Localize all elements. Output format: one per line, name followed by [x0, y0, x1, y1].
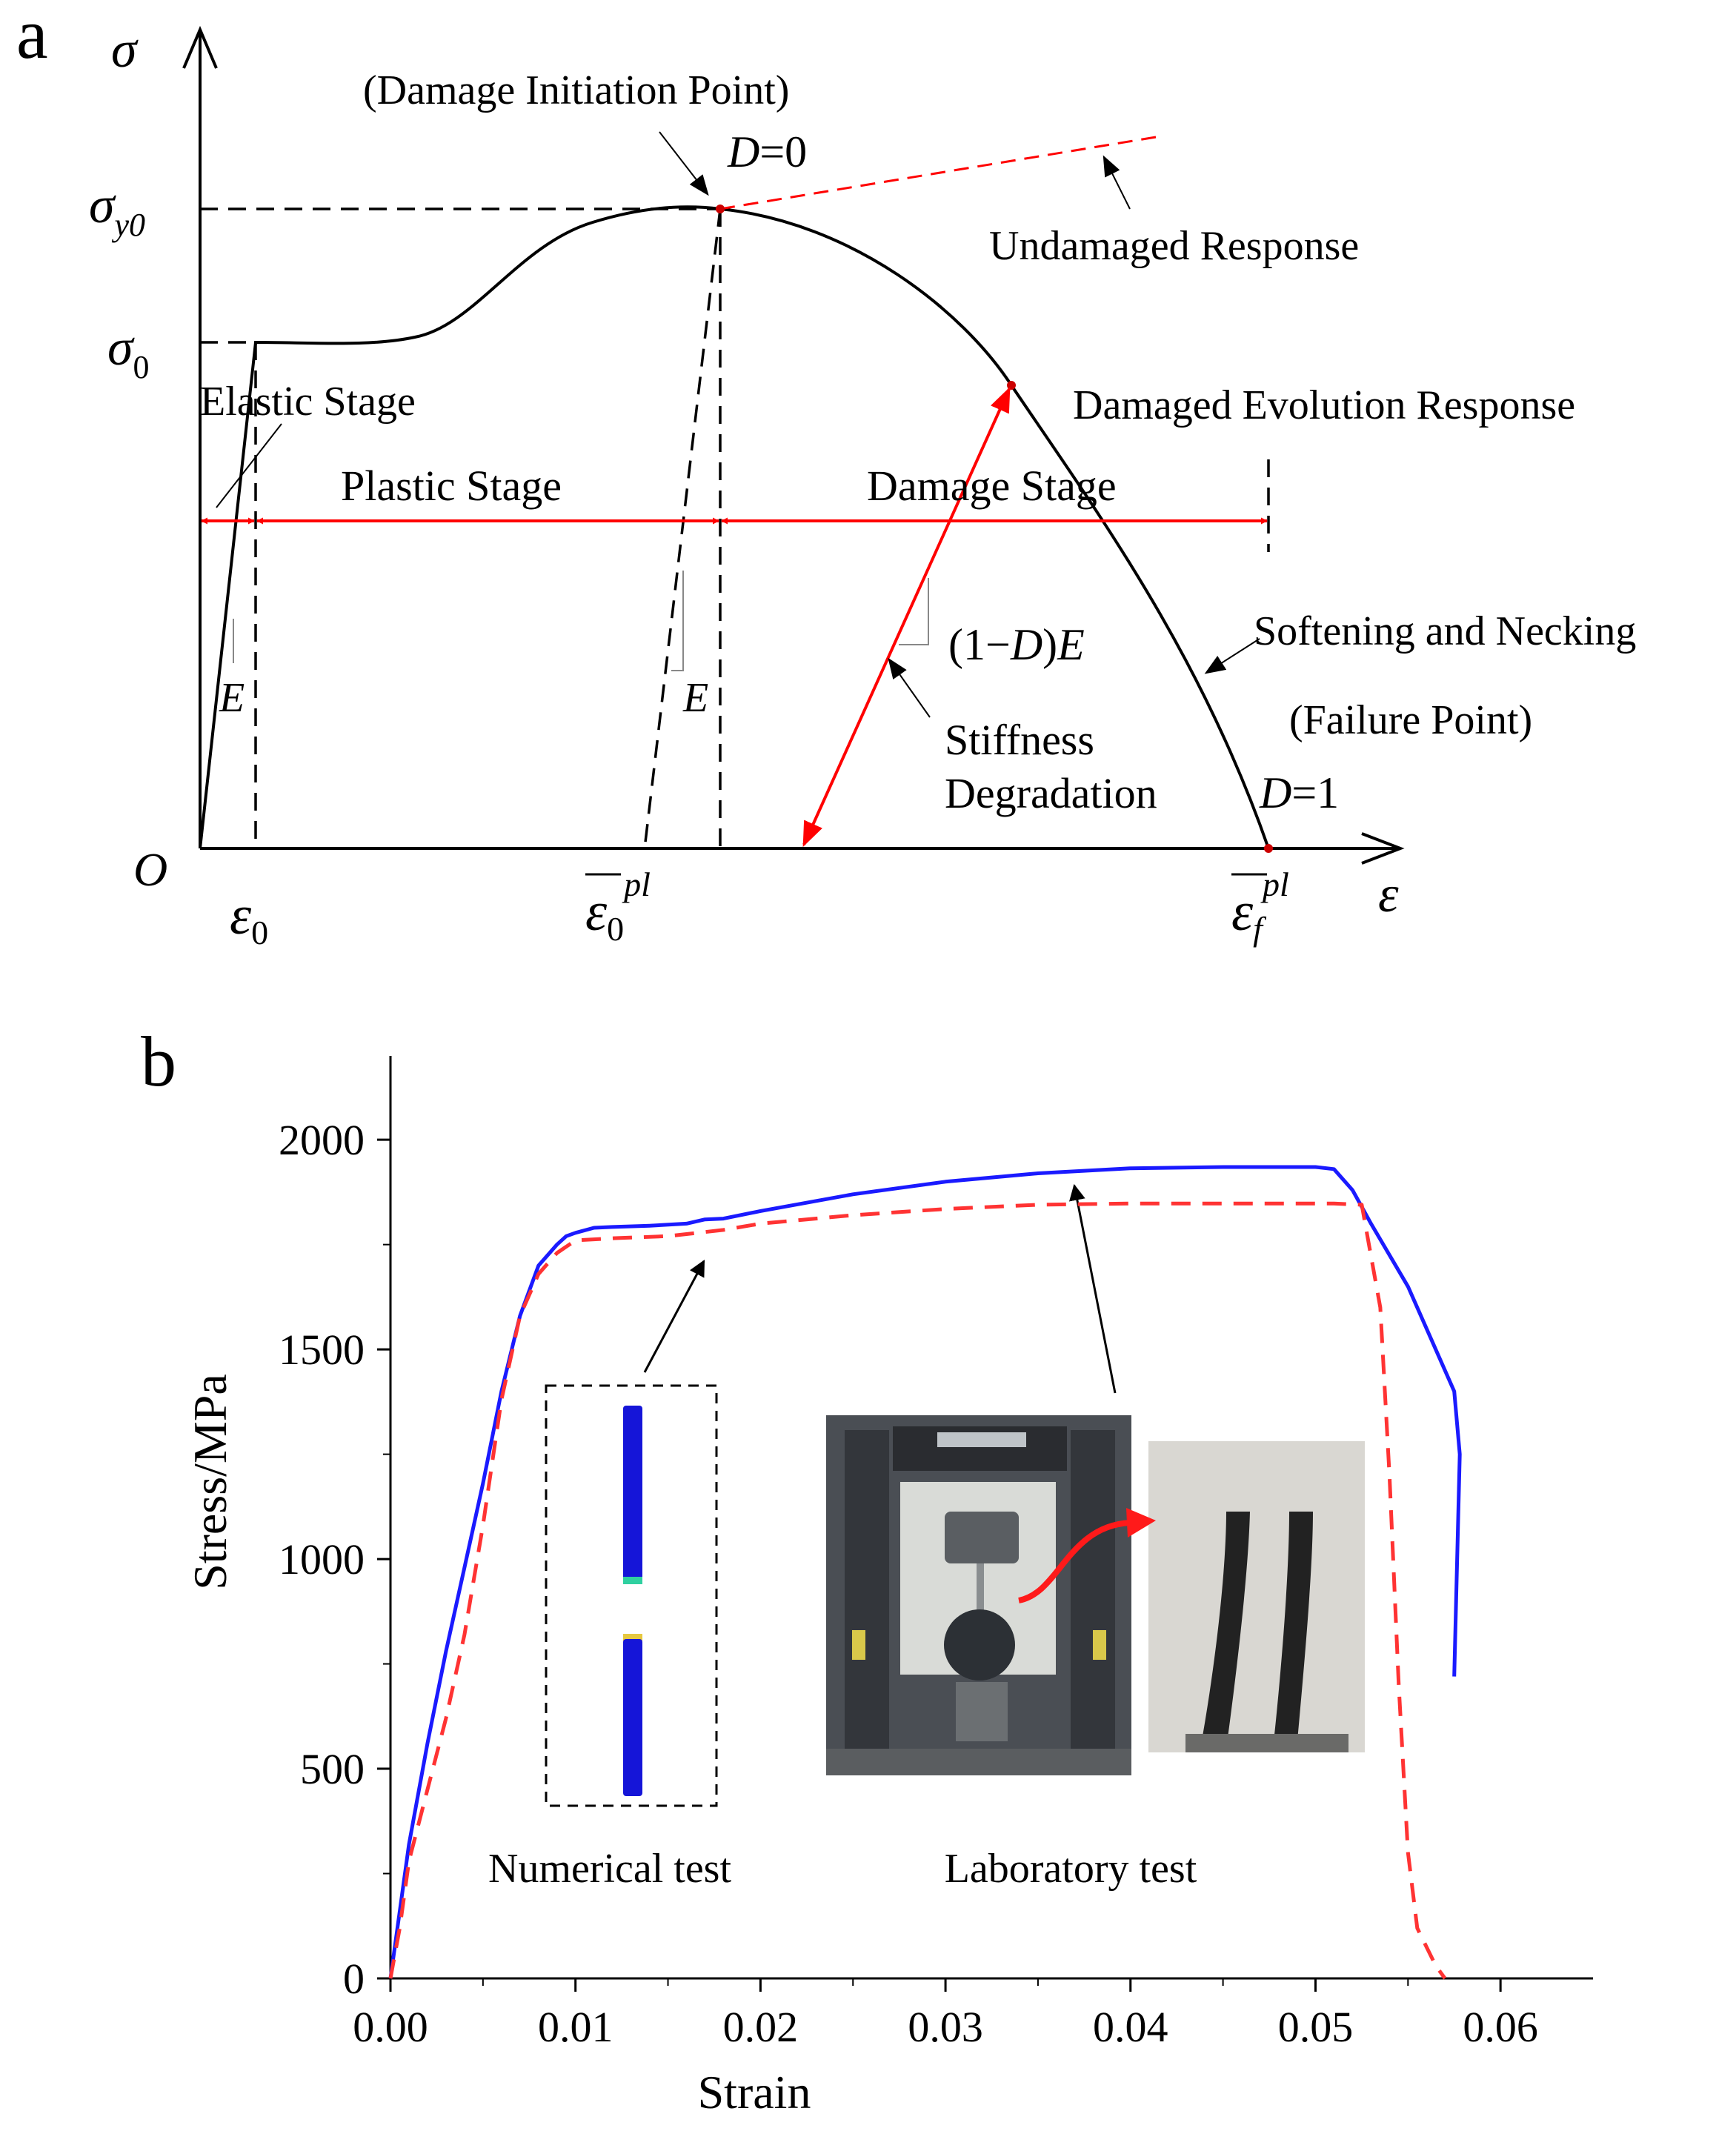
panel-b-chart: b 0.00 0.01 0.02 0.03 0.04 0.05 0.06 0 500 1000 15… — [141, 1022, 1593, 2118]
b-series-dashed-line — [388, 1201, 1447, 1980]
b-y-tick-label: 0 — [343, 1955, 365, 2003]
a-damaged-evolution-label: Damaged Evolution Response — [1073, 382, 1575, 428]
b-x-tick-label: 0.01 — [538, 2003, 613, 2051]
b-numerical-pointer-arrow — [643, 1260, 705, 1373]
b-specimen-top-fracture — [623, 1577, 642, 1584]
a-x-axis-arrowhead — [1361, 832, 1405, 865]
b-specimen-bottom-fracture — [623, 1634, 642, 1641]
a-origin-label: O — [133, 843, 167, 896]
b-axes — [389, 1056, 1593, 1980]
a-degraded-modulus-label: (1−D)E — [948, 620, 1085, 669]
a-plastic-stage-label: Plastic Stage — [341, 462, 562, 510]
a-undamaged-label: Undamaged Response — [989, 223, 1359, 269]
b-lab-machine-nameplate — [937, 1432, 1026, 1447]
panel-a-schematic: a σ ε O σy0 σ0 ε0 ε0pl εfpl — [16, 0, 1636, 951]
b-x-axis-label: Strain — [698, 2066, 811, 2118]
b-lab-grip-upper — [945, 1512, 1019, 1563]
b-x-tick-label: 0.04 — [1093, 2003, 1168, 2051]
a-reference-dashed-lines — [200, 207, 1270, 849]
a-undamaged-pointer — [1103, 155, 1131, 210]
a-stiffness-label-2: Degradation — [945, 769, 1157, 817]
b-x-tick-label: 0.00 — [353, 2003, 428, 2051]
b-numerical-test-label: Numerical test — [488, 1846, 732, 1892]
b-lab-machine-left-column — [845, 1430, 889, 1771]
panel-a-label: a — [16, 0, 48, 73]
a-slope-tri-plastic — [671, 571, 684, 671]
b-lab-machine-right-column — [1071, 1430, 1115, 1771]
b-x-tick-label: 0.05 — [1278, 2003, 1354, 2051]
a-d0-label: D=0 — [727, 127, 807, 176]
a-eps-bar-0-pl: ε0pl — [585, 865, 651, 948]
a-stiffness-label-1: Stiffness — [945, 716, 1094, 764]
a-softening-pointer — [1204, 638, 1260, 674]
a-modulus-label-elastic: E — [219, 675, 245, 721]
b-laboratory-pointer-arrow — [1069, 1183, 1117, 1394]
b-y-tick-label: 500 — [300, 1745, 365, 1793]
a-degradation-point — [1007, 381, 1016, 390]
b-y-tick-label: 2000 — [279, 1116, 365, 1164]
b-x-tick-label: 0.02 — [723, 2003, 799, 2051]
b-y-axis-label: Stress/MPa — [184, 1374, 236, 1590]
a-slope-tri-damage — [899, 578, 929, 645]
a-modulus-label-plastic: E — [682, 675, 708, 721]
b-numerical-inset: Numerical test — [488, 1384, 732, 1892]
b-lab-specimen-holder — [1185, 1734, 1348, 1752]
b-tick-labels: 0.00 0.01 0.02 0.03 0.04 0.05 0.06 0 500 1000 1500… — [279, 1116, 1538, 2051]
a-undamaged-response-line — [719, 136, 1157, 210]
a-eps-bar-f-pl-text: εfpl — [1231, 865, 1289, 948]
a-stiffness-pointer — [888, 657, 931, 718]
a-softening-label: Softening and Necking — [1254, 608, 1636, 654]
b-lab-fractured-specimens-photo — [1148, 1441, 1365, 1752]
a-sigma-y0: σy0 — [89, 177, 145, 243]
b-lab-specimen — [977, 1563, 984, 1615]
a-damage-initiation-label: (Damage Initiation Point) — [363, 67, 789, 113]
b-lab-red-connector — [1018, 1520, 1131, 1603]
b-lab-grip-base — [956, 1682, 1008, 1741]
a-damage-stage-label: Damage Stage — [867, 462, 1117, 510]
a-y-axis-arrowhead — [182, 25, 218, 69]
a-failure-point — [1264, 844, 1273, 853]
a-sigma-0: σ0 — [107, 319, 150, 385]
b-x-tick-label: 0.06 — [1463, 2003, 1538, 2051]
a-eps-0: ε0 — [230, 885, 268, 951]
b-x-tick-label: 0.03 — [908, 2003, 983, 2051]
a-damage-init-point — [716, 205, 725, 213]
b-series-group — [388, 1165, 1462, 1980]
b-y-tick-label: 1000 — [279, 1535, 365, 1583]
b-specimen-bottom — [623, 1639, 642, 1796]
b-lab-warning-sticker-right — [1093, 1630, 1106, 1660]
b-laboratory-test-label: Laboratory test — [945, 1846, 1197, 1892]
a-slope-triangles — [233, 571, 929, 671]
a-elastic-stage-label: Elastic Stage — [200, 379, 416, 425]
b-lab-fractured-specimen-right — [1273, 1512, 1313, 1749]
b-ticks — [377, 1138, 1502, 1992]
b-specimen-top — [623, 1406, 642, 1583]
b-lab-red-arrowhead — [1126, 1508, 1156, 1538]
a-eps-bar-f-pl: εfpl — [1231, 865, 1289, 948]
b-y-tick-label: 1500 — [279, 1326, 365, 1374]
b-laboratory-inset: Laboratory test — [826, 1415, 1365, 1892]
b-numerical-inset-frame — [545, 1384, 718, 1807]
b-series-solid-line — [388, 1165, 1462, 1979]
panel-b-label: b — [141, 1022, 176, 1101]
a-stiffness-degradation-arrow — [802, 386, 1011, 848]
a-failure-label: (Failure Point) — [1289, 697, 1532, 743]
b-lab-warning-sticker-left — [852, 1630, 865, 1660]
b-lab-fractured-specimen-left — [1200, 1512, 1250, 1749]
b-lab-machine-floor — [826, 1749, 1131, 1775]
a-elastic-stage-pointer — [216, 423, 282, 508]
a-eps-bar-0-pl-text: ε0pl — [585, 865, 651, 948]
b-lab-grip-lower — [944, 1609, 1015, 1681]
a-damage-initiation-pointer — [659, 131, 709, 196]
a-stress-strain-curve — [199, 205, 1270, 849]
a-d1-label: D=1 — [1259, 768, 1339, 817]
a-y-symbol: σ — [111, 21, 139, 79]
a-x-symbol: ε — [1378, 866, 1399, 923]
a-unload-dashed — [643, 208, 722, 849]
